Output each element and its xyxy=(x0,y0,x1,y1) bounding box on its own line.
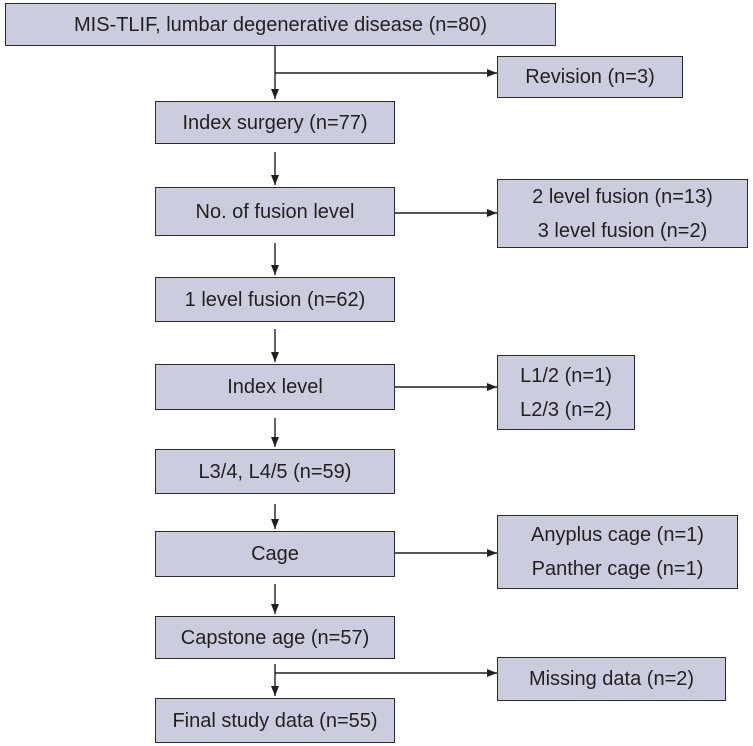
box-l3-l4-label: L3/4, L4/5 (n=59) xyxy=(198,460,352,483)
box-missing: Missing data (n=2) xyxy=(497,657,726,701)
box-l3-l4: L3/4, L4/5 (n=59) xyxy=(155,449,395,494)
box-fusion-exclusions: 2 level fusion (n=13) 3 level fusion (n=… xyxy=(497,179,748,248)
box-index-level-label: Index level xyxy=(227,376,323,398)
index-exclusion-l1-l2: L1/2 (n=1) xyxy=(520,364,612,387)
fusion-exclusion-2-level: 2 level fusion (n=13) xyxy=(532,185,713,208)
box-revision-label: Revision (n=3) xyxy=(525,66,655,88)
cage-exclusion-panther: Panther cage (n=1) xyxy=(531,558,704,580)
box-final-label: Final study data (n=55) xyxy=(172,709,378,732)
cage-exclusion-anyplus: Anyplus cage (n=1) xyxy=(531,524,704,546)
box-index-surgery-label: Index surgery (n=77) xyxy=(182,111,368,134)
box-index-level: Index level xyxy=(155,364,395,410)
fusion-exclusion-3-level: 3 level fusion (n=2) xyxy=(537,219,708,242)
box-fusion-level-label: No. of fusion level xyxy=(195,200,355,223)
box-one-level-label: 1 level fusion (n=62) xyxy=(184,288,366,311)
index-exclusion-l2-l3: L2/3 (n=2) xyxy=(520,398,612,421)
box-start-label: MIS-TLIF, lumbar degenerative disease (n… xyxy=(74,13,487,36)
box-final: Final study data (n=55) xyxy=(155,698,395,743)
box-start: MIS-TLIF, lumbar degenerative disease (n… xyxy=(5,3,556,46)
box-revision: Revision (n=3) xyxy=(497,56,683,98)
box-missing-label: Missing data (n=2) xyxy=(528,668,695,690)
box-index-exclusions: L1/2 (n=1) L2/3 (n=2) xyxy=(497,355,635,430)
box-capstone: Capstone age (n=57) xyxy=(155,616,395,659)
box-one-level: 1 level fusion (n=62) xyxy=(155,277,395,322)
box-cage: Cage xyxy=(155,531,395,577)
box-fusion-level: No. of fusion level xyxy=(155,187,395,236)
box-cage-exclusions: Anyplus cage (n=1) Panther cage (n=1) xyxy=(497,515,738,589)
box-index-surgery: Index surgery (n=77) xyxy=(155,101,395,144)
box-cage-label: Cage xyxy=(251,543,299,565)
box-capstone-label: Capstone age (n=57) xyxy=(180,626,370,649)
